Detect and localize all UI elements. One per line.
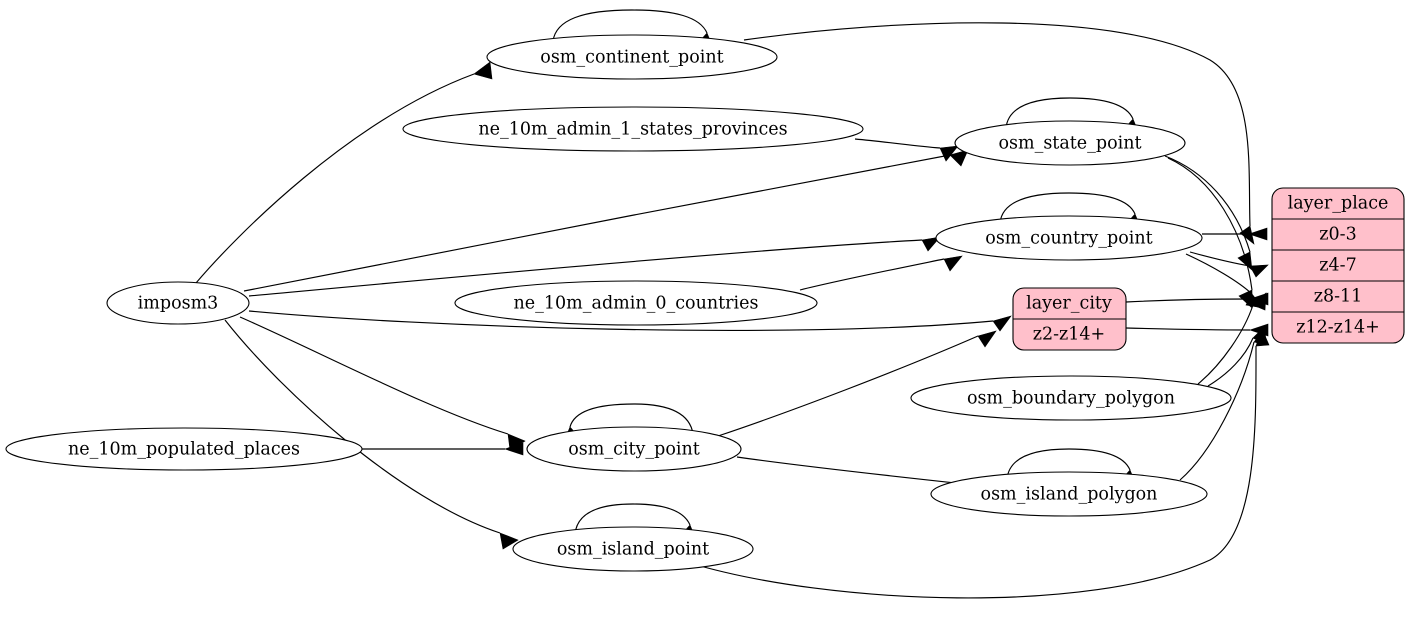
edge-ne_admin_1-osm_state_point[interactable] (854, 138, 959, 162)
node-label: osm_country_point (985, 229, 1152, 249)
node-osm_continent_point[interactable]: osm_continent_point (486, 34, 778, 80)
node-ne_10m_populated_places[interactable]: ne_10m_populated_places (5, 427, 363, 471)
node-label: osm_city_point (568, 440, 700, 460)
edge-osm_boundary_polygon-layer_place-z8-11[interactable] (1197, 292, 1267, 385)
layer_place-row-z12-z14[interactable]: z12-z14+ (1296, 318, 1380, 338)
layer_place-title: layer_place (1288, 194, 1389, 214)
node-label: ne_10m_admin_0_countries (514, 294, 759, 314)
node-osm_country_point[interactable]: osm_country_point (935, 215, 1203, 261)
edge-imposm3-osm_state_point[interactable] (243, 149, 969, 292)
edge-imposm3-osm_country_point[interactable] (248, 236, 941, 297)
edge-osm_state_point-layer_place-z4-7[interactable] (1164, 155, 1253, 271)
node-osm_island_polygon[interactable]: osm_island_polygon (930, 471, 1208, 517)
edge-osm_country_point-layer_place-z4-7[interactable] (1189, 251, 1269, 278)
node-osm_boundary_polygon[interactable]: osm_boundary_polygon (910, 375, 1232, 421)
edge-ne_admin_0-osm_country_point[interactable] (799, 255, 963, 291)
node-label: osm_boundary_polygon (967, 389, 1175, 409)
edge-osm_island_point-layer_place-z12-z14[interactable] (689, 328, 1270, 599)
node-imposm3[interactable]: imposm3 (106, 281, 250, 325)
node-label: osm_island_polygon (981, 485, 1158, 505)
edge-layer_city-layer_place-z12-z14[interactable] (1125, 323, 1269, 337)
node-label: ne_10m_admin_1_states_provinces (478, 120, 787, 140)
node-layer_city[interactable]: layer_city z2-z14+ (1012, 287, 1127, 351)
layer_place-row-z8-11[interactable]: z8-11 (1314, 287, 1363, 307)
node-label: imposm3 (138, 294, 219, 314)
node-layer_place[interactable]: layer_place z0-3 z4-7 z8-11 z12-z14+ (1271, 187, 1405, 344)
node-osm_island_point[interactable]: osm_island_point (512, 526, 754, 572)
node-label: osm_state_point (998, 134, 1141, 154)
layer_city-row-z2-z14[interactable]: z2-z14+ (1033, 325, 1105, 345)
node-osm_state_point[interactable]: osm_state_point (954, 120, 1186, 166)
edge-imposm3-osm_continent_point[interactable] (195, 61, 493, 284)
layer_place-row-z0-3[interactable]: z0-3 (1319, 225, 1356, 245)
node-osm_city_point[interactable]: osm_city_point (526, 426, 742, 472)
edge-imposm3-layer_city[interactable] (248, 310, 1012, 332)
layer_city-title: layer_city (1026, 294, 1112, 314)
node-label: osm_continent_point (540, 48, 723, 68)
node-layer: imposm3 ne_10m_populated_places ne_10m_a… (5, 34, 1405, 572)
node-label: ne_10m_populated_places (68, 440, 300, 460)
layer_place-row-z4-7[interactable]: z4-7 (1319, 256, 1356, 276)
node-label: osm_island_point (557, 540, 709, 560)
edge-ne_populated_places-osm_city_point[interactable] (362, 442, 524, 456)
node-ne_10m_admin_1_states_provinces[interactable]: ne_10m_admin_1_states_provinces (402, 106, 864, 152)
node-ne_10m_admin_0_countries[interactable]: ne_10m_admin_0_countries (454, 280, 818, 326)
edge-osm_city_point-layer_city[interactable] (717, 330, 997, 437)
edge-osm_country_point-layer_place-z0-3[interactable] (1202, 227, 1268, 241)
